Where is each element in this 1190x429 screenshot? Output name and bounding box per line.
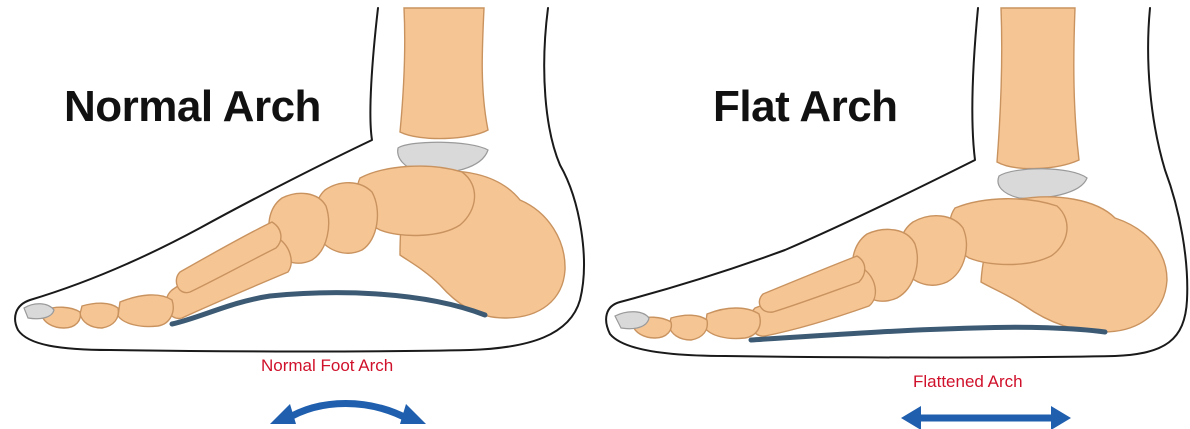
flat-plantar-fascia xyxy=(751,327,1105,340)
normal-arrow-head-right xyxy=(400,404,426,424)
normal-arrow-head-left xyxy=(270,404,296,424)
normal-arch-title: Normal Arch xyxy=(64,82,321,132)
flat-phalanx-bone-2 xyxy=(669,315,707,340)
flat-arrow-head-right xyxy=(1051,406,1071,429)
normal-arch-caption: Normal Foot Arch xyxy=(261,356,393,376)
flat-tibia-bone xyxy=(997,8,1079,169)
normal-tibia-bone xyxy=(400,8,488,139)
normal-toe-tip xyxy=(24,304,54,319)
normal-phalanx-bone-1 xyxy=(118,295,173,327)
flat-ankle-cartilage xyxy=(998,169,1087,199)
flat-arch-caption: Flattened Arch xyxy=(913,372,1023,392)
normal-phalanx-bone-2 xyxy=(80,303,118,328)
flat-arrow-head-left xyxy=(901,406,921,429)
flat-arch-panel: Flat Arch Flattened Arch xyxy=(595,0,1190,429)
flat-talus-bone xyxy=(950,199,1067,265)
flat-foot-illustration xyxy=(595,0,1190,429)
normal-arch-panel: Normal Arch Normal Foot Arch xyxy=(0,0,595,429)
flat-arch-title: Flat Arch xyxy=(713,82,898,132)
flat-phalanx-bone-1 xyxy=(705,308,760,339)
normal-curved-arrow-line xyxy=(285,404,410,421)
